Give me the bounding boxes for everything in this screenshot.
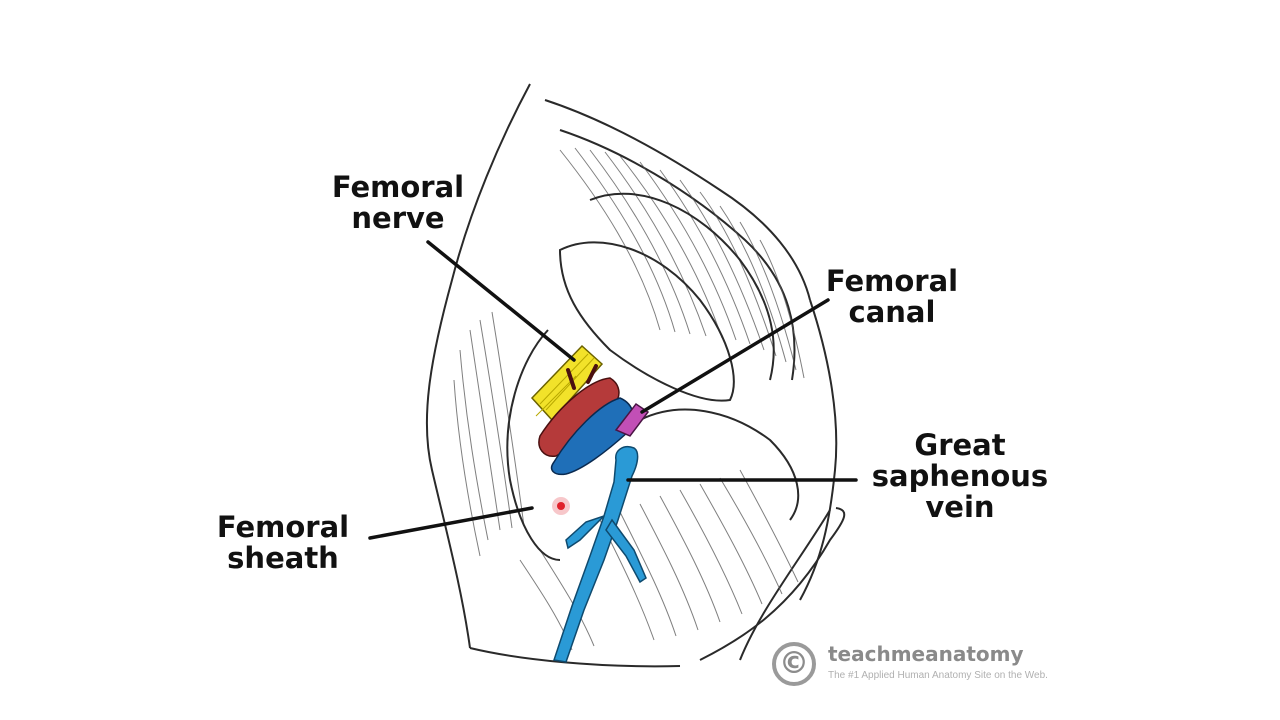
muscle-bellies bbox=[506, 192, 800, 561]
label-femoral-nerve: Femoral nerve bbox=[318, 172, 478, 234]
leader-femoral-nerve bbox=[426, 240, 576, 362]
label-femoral-sheath-line1: Femoral bbox=[216, 510, 350, 544]
copyright-icon: © bbox=[772, 642, 816, 686]
label-femoral-canal: Femoral canal bbox=[812, 266, 972, 328]
label-femoral-canal-line1: Femoral bbox=[825, 264, 959, 298]
leader-femoral-sheath bbox=[368, 506, 534, 540]
label-great-saphenous-vein-line2: saphenous bbox=[871, 459, 1049, 493]
thigh-outline bbox=[425, 83, 846, 668]
label-great-saphenous-vein-line3: vein bbox=[925, 490, 995, 524]
watermark-name: teachmeanatomy bbox=[828, 642, 1024, 666]
muscle-hatching bbox=[453, 147, 805, 651]
label-femoral-sheath: Femoral sheath bbox=[208, 512, 358, 574]
watermark-tagline: The #1 Applied Human Anatomy Site on the… bbox=[828, 670, 1048, 681]
leader-femoral-canal bbox=[640, 298, 830, 414]
femoral-canal bbox=[614, 402, 650, 437]
marker-dot bbox=[552, 497, 570, 515]
label-femoral-sheath-line2: sheath bbox=[227, 541, 339, 575]
watermark: © teachmeanatomy The #1 Applied Human An… bbox=[772, 640, 1072, 690]
label-femoral-nerve-line2: nerve bbox=[351, 201, 445, 235]
leader-lines bbox=[368, 240, 858, 540]
label-femoral-nerve-line1: Femoral bbox=[331, 170, 465, 204]
label-femoral-canal-line2: canal bbox=[848, 295, 936, 329]
label-great-saphenous-vein: Great saphenous vein bbox=[862, 430, 1058, 523]
femoral-nerve bbox=[530, 344, 604, 422]
great-saphenous-vein bbox=[553, 446, 647, 663]
label-great-saphenous-vein-line1: Great bbox=[914, 428, 1006, 462]
